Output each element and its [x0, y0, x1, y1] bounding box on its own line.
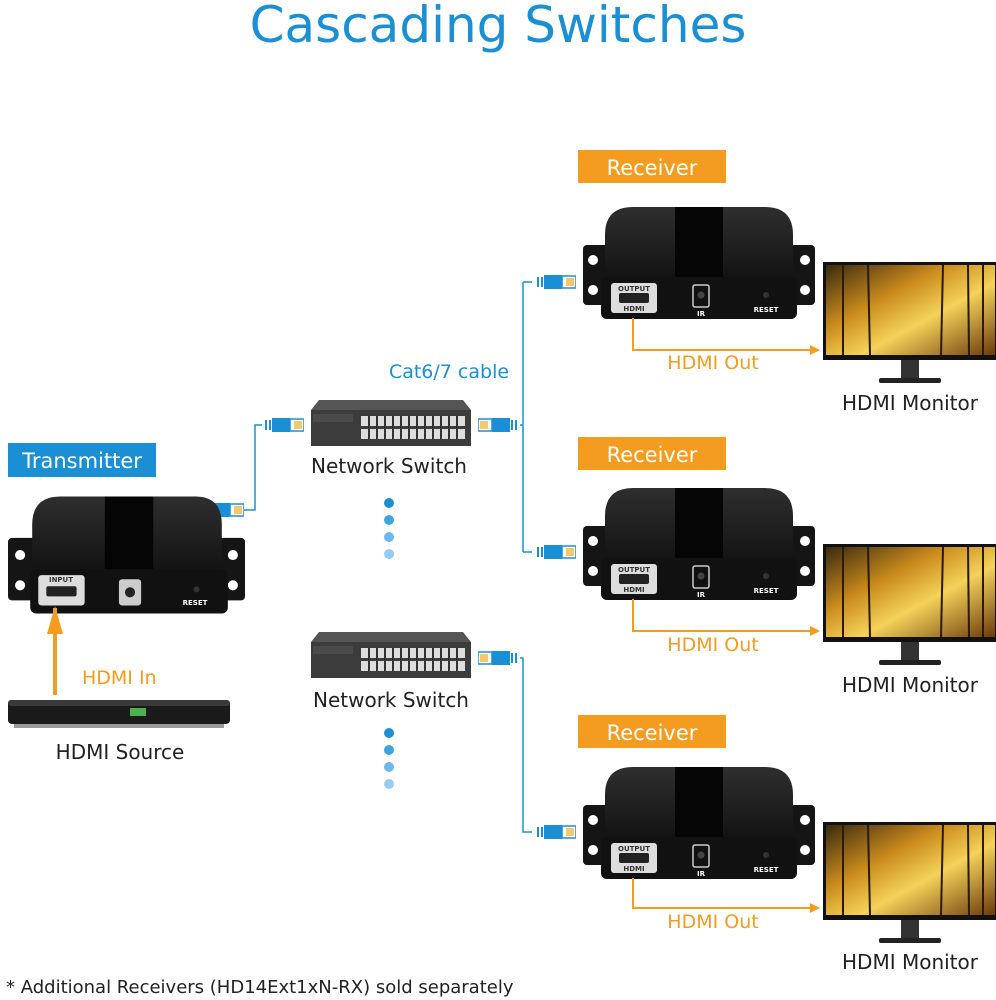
hdmi-monitor-3 [823, 822, 996, 944]
receiver-3-label: Receiver [607, 721, 698, 745]
hdmi-out-arrow-3 [632, 878, 820, 913]
receiver-2-tag [578, 437, 726, 470]
network-switch-2-label: Network Switch [313, 688, 469, 712]
transmitter-device [8, 496, 245, 614]
more-switches-dots-2 [384, 728, 394, 789]
output-port-label: OUTPUT [618, 566, 650, 574]
switch1-in-connector [265, 417, 304, 433]
receiver-2-port-labels: OUTPUT HDMI IR RESET [618, 566, 779, 599]
hdmi-out-label-3: HDMI Out [667, 911, 758, 933]
hdmi-out-label-1: HDMI Out [667, 352, 758, 374]
hdmi-monitor-2-label: HDMI Monitor [842, 673, 979, 697]
hdmi-port-label: HDMI [623, 305, 644, 313]
receiver1-connector [537, 274, 576, 290]
network-switch-1-label: Network Switch [311, 454, 467, 478]
reset-label: RESET [754, 306, 779, 314]
network-switch-2 [311, 632, 471, 678]
receiver-3-device [583, 766, 815, 880]
reset-label: RESET [754, 587, 779, 595]
receiver-3-port-labels: OUTPUT HDMI IR RESET [618, 845, 779, 878]
hdmi-monitor-2 [823, 544, 996, 666]
receiver-1-label: Receiver [607, 156, 698, 180]
receiver3-connector [537, 824, 576, 840]
hdmi-out-arrow-2 [632, 599, 820, 636]
more-switches-dots-1 [384, 498, 394, 559]
transmitter-reset-label: RESET [183, 599, 208, 607]
transmitter-tag [8, 443, 156, 477]
receiver-1-tag [578, 150, 726, 183]
receiver-1-port-labels: OUTPUT HDMI IR RESET [618, 285, 779, 318]
output-port-label: OUTPUT [618, 285, 650, 293]
hdmi-source-label: HDMI Source [56, 740, 185, 764]
switch2-out-connector [478, 650, 517, 666]
receiver2-connector [537, 544, 576, 560]
ir-port-label: IR [697, 310, 706, 318]
hdmi-port-label: HDMI [623, 865, 644, 873]
cable-label: Cat6/7 cable [389, 361, 509, 383]
receiver-3-tag [578, 715, 726, 748]
hdmi-monitor-1-label: HDMI Monitor [842, 391, 979, 415]
ir-port-label: IR [697, 591, 706, 599]
hdmi-out-arrow-1 [632, 318, 820, 355]
reset-label: RESET [754, 866, 779, 874]
receiver-2-label: Receiver [607, 443, 698, 467]
page-title: Cascading Switches [250, 0, 747, 54]
transmitter-label: Transmitter [21, 449, 142, 473]
ir-port-label: IR [697, 870, 706, 878]
hdmi-out-label-2: HDMI Out [667, 634, 758, 656]
output-port-label: OUTPUT [618, 845, 650, 853]
hdmi-port-label: HDMI [623, 586, 644, 594]
hdmi-in-label: HDMI In [82, 667, 157, 689]
hdmi-monitor-1 [823, 262, 996, 384]
switch1-out-connector [478, 417, 517, 433]
receiver-2-device [583, 487, 815, 601]
input-port-label: INPUT [49, 576, 73, 584]
ethernet-cables [240, 281, 532, 833]
network-switch-1 [311, 400, 471, 446]
transmitter-port-labels: INPUT RESET [49, 576, 208, 607]
receiver-1-device [583, 206, 815, 320]
hdmi-source-player [8, 700, 230, 728]
hdmi-monitor-3-label: HDMI Monitor [842, 950, 979, 974]
footnote: * Additional Receivers (HD14Ext1xN-RX) s… [6, 977, 514, 998]
